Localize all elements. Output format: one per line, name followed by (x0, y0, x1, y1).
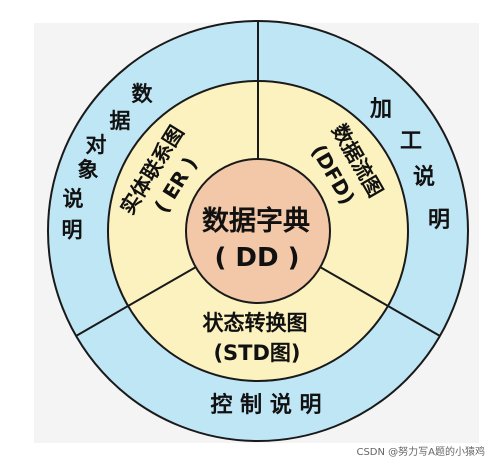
outer-bottom-label: 控 制 说 明 (211, 392, 322, 418)
middle-divider-bottom-right (319, 266, 389, 307)
outer-right-char-3: 说 (413, 164, 435, 190)
middle-divider-bottom-left (127, 266, 197, 307)
outer-left-char-3: 对 (86, 133, 107, 157)
std-subtitle: (STD图) (213, 341, 300, 365)
outer-left-char-4: 象 (78, 158, 99, 182)
outer-left-char-5: 说 (63, 187, 84, 211)
std-title: 状态转换图 (203, 311, 308, 335)
outer-right-char-1: 加 (369, 97, 392, 122)
outer-right-char-4: 明 (428, 208, 450, 233)
outer-left-char-1: 数 (132, 82, 154, 106)
outer-divider-bottom-left (75, 305, 129, 337)
watermark: CSDN @努力写A题的小猿鸡 (356, 447, 485, 458)
outer-left-char-6: 明 (62, 218, 83, 242)
center-subtitle: ( DD ) (214, 243, 299, 273)
outer-left-char-2: 据 (110, 109, 131, 133)
center-title: 数据字典 (202, 205, 310, 237)
outer-divider-bottom-right (387, 305, 441, 337)
outer-right-char-2: 工 (400, 129, 422, 154)
